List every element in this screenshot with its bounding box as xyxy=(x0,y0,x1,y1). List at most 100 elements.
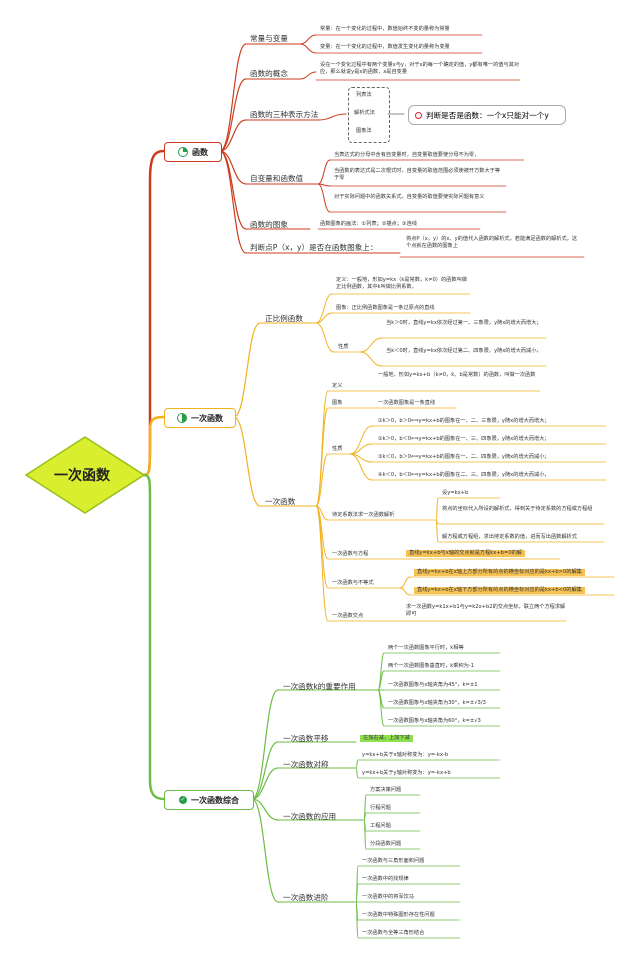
connector-line xyxy=(317,159,331,185)
connector-line xyxy=(251,798,279,903)
connector-line xyxy=(251,767,279,800)
leaf-budengshi-1: 直线y=kx+b在x轴上方部分所有的点的横坐标对应的是kx+b>0的解集 xyxy=(414,569,585,576)
leaf-zbl-xingzhi-1: 当k＞0时，直线y=kx依次经过第一、三象限，y随x的增大而增大； xyxy=(386,320,542,326)
leaf-xingzhi-1: ①k＞0，b＞0⟺y=kx+b的图象在一、二、三象限，y随x的增大而增大； xyxy=(378,418,550,424)
connector-line xyxy=(315,322,335,353)
node-changliang[interactable]: 常量与变量 xyxy=(250,34,288,43)
leaf-zhongyao-1: 两个一次函数图象平行时，k相等 xyxy=(388,645,464,651)
half-circle-icon xyxy=(177,413,187,423)
leaf-daiding-1: 设y=kx+b xyxy=(442,490,469,496)
connector-line xyxy=(251,741,279,800)
node-duicheng[interactable]: 一次函数对称 xyxy=(283,760,329,769)
node-daiding[interactable]: 待定系数法求一次函数解析 xyxy=(332,512,395,518)
leaf-daiding-3: 解方程或方程组，求出待定系数的值，进而写出函数解析式 xyxy=(442,534,577,540)
leaf-jinjie-5: 一次函数与全等三角形结合 xyxy=(362,930,425,936)
node-jiaodian[interactable]: 一次函数交点 xyxy=(332,613,364,619)
leaf-biaoshi-3: 图象法 xyxy=(356,128,372,134)
connector-line xyxy=(435,519,439,543)
connector-line xyxy=(377,670,385,691)
node-fangcheng[interactable]: 一次函数与方程 xyxy=(332,551,369,557)
leaf-panduan: 将点P（x，y）的x、y的值代入函数的解析式，若能满足函数的解析式，这个点就在函… xyxy=(406,236,578,249)
branch-hanshu[interactable]: 函数 xyxy=(164,142,222,162)
connector-line xyxy=(299,43,317,54)
leaf-changliang-2: 变量：在一个变化的过程中，数值发生变化的量称为变量 xyxy=(320,44,450,50)
connector-line xyxy=(251,689,279,800)
node-zhengbili[interactable]: 正比例函数 xyxy=(265,314,303,323)
leaf-biaoshi-1: 列表法 xyxy=(356,92,372,98)
leaf-zibianliang-2: 当函数的表达式是二次根式时，自变量的取值范围必须使被开方数大于等于零 xyxy=(334,168,501,181)
node-tuxiang-yc[interactable]: 图象 xyxy=(332,400,343,406)
leaf-zibianliang-3: 对于实际问题中的函数关系式，自变量的取值要使实际问题有意义 xyxy=(334,194,485,200)
connector-line xyxy=(219,150,247,254)
node-zibianliang[interactable]: 自变量和函数值 xyxy=(250,174,304,183)
connector-line xyxy=(317,113,347,121)
callout-panduan[interactable]: 判断是否是函数：一个x只能对一个y xyxy=(408,105,566,125)
leaf-jinjie-1: 一次函数与三角形面积问题 xyxy=(362,858,425,864)
connector-line xyxy=(299,71,317,80)
branch-zonghe[interactable]: ✓ 一次函数综合 xyxy=(164,790,254,810)
leaf-yingyong-1: 方案决策问题 xyxy=(370,787,402,793)
leaf-zhongyao-5: 一次函数图象与x轴夹角为60°，k=±√3 xyxy=(388,718,481,724)
node-dingyi[interactable]: 定义 xyxy=(332,383,343,389)
root-label: 一次函数 xyxy=(54,468,110,484)
connector-line xyxy=(355,883,359,903)
connector-line xyxy=(349,425,373,455)
connector-line xyxy=(349,453,373,481)
node-budengshi[interactable]: 一次函数与不等式 xyxy=(332,580,374,586)
node-xingzhi-yc[interactable]: 性质 xyxy=(332,446,343,452)
leaf-changliang-1: 常量：在一个变化的过程中，数值始终不变的量称为常量 xyxy=(320,26,450,32)
connector-line xyxy=(219,119,247,152)
connector-line xyxy=(399,587,411,596)
node-jinjie[interactable]: 一次函数进阶 xyxy=(283,893,329,902)
connector-line xyxy=(355,901,359,939)
leaf-fangcheng: 直线y=kx+b与x轴的交点就是方程kx+b=0的解 xyxy=(406,550,525,557)
leaf-zhongyao-2: 两个一次函数图象垂直时，k乘积为-1 xyxy=(388,663,474,669)
node-zbl-xingzhi[interactable]: 性质 xyxy=(338,344,349,350)
leaf-jiaodian: 求一次函数y=k1x+b1与y=k2x+b2的交点坐标，联立两个方程求解即可 xyxy=(406,604,566,617)
node-biaoshi[interactable]: 函数的三种表示方法 xyxy=(250,110,319,119)
leaf-xingzhi-4: ④k＜0，b＜0⟺y=kx+b的图象在二、三、四象限，y随x的增大而减小， xyxy=(378,472,550,478)
connector-line xyxy=(315,453,329,507)
leaf-duicheng-2: y=kx+b关于y轴对称变为：y=-kx+b xyxy=(362,770,451,776)
node-panduan[interactable]: 判断点P（x，y）是否在函数图象上： xyxy=(250,243,378,252)
leaf-zibianliang-1: 当表达式的分母中含有自变量时，自变量取值要使分母不为零， xyxy=(334,152,480,158)
connector-line xyxy=(219,78,247,152)
node-gainian[interactable]: 函数的概念 xyxy=(250,69,288,78)
leaf-zbl-tuxiang: 图象：正比例函数图象是一条过原点的直线 xyxy=(336,305,435,311)
leaf-dingyi: 一般地，形如y=kx+b（k≠0，k、b是常数）的函数，叫做一次函数 xyxy=(378,372,536,378)
connector-line xyxy=(315,293,333,324)
leaf-zbl-xingzhi-2: 当k＜0时，直线y=kx依次经过第二、四象限，y随x的增大而减小， xyxy=(386,348,542,354)
connector-line xyxy=(355,767,359,779)
root-diamond[interactable] xyxy=(24,436,146,514)
trunk-red xyxy=(142,149,166,477)
node-tuxiang[interactable]: 函数的图象 xyxy=(250,220,288,229)
connector-line xyxy=(315,312,333,324)
leaf-yingyong-3: 工程问题 xyxy=(370,823,391,829)
node-pingyi[interactable]: 一次函数平移 xyxy=(283,734,329,743)
leaf-budengshi-2: 直线y=kx+b在x轴下方部分所有的点的横坐标对应的是kx+b<0的解集 xyxy=(414,587,585,594)
connector-line xyxy=(317,183,331,213)
leaf-tuxiang-yc: 一次函数图象是一条直线 xyxy=(378,400,436,406)
leaf-yingyong-2: 行程问题 xyxy=(370,805,391,811)
connector-line xyxy=(233,416,261,507)
callout-panduan-text: 判断是否是函数：一个x只能对一个y xyxy=(426,110,549,120)
leaf-tuxiang: 函数图象的画法：①列表；②描点；③连线 xyxy=(320,221,417,227)
branch-yici[interactable]: 一次函数 xyxy=(164,408,236,428)
leaf-gainian: 设在一个变化过程中有两个变量x与y，对于x的每一个确定的值，y都有唯一的值与其对… xyxy=(320,62,520,75)
node-zhongyao[interactable]: 一次函数k的重要作用 xyxy=(283,682,356,691)
connector-line xyxy=(219,43,247,152)
connector-line xyxy=(315,505,329,622)
connector-line xyxy=(315,407,329,507)
connector-line xyxy=(233,322,261,418)
leaf-biaoshi-2: 解析式法 xyxy=(354,110,375,116)
node-yingyong[interactable]: 一次函数的应用 xyxy=(283,812,337,821)
connector-line xyxy=(299,34,317,45)
node-yicihanshu[interactable]: 一次函数 xyxy=(265,497,296,506)
leaf-zbl-dingyi: 定义：一般地，形如y=kx（k是常数，k≠0）的函数叫做正比例函数，其中k叫做比… xyxy=(336,277,467,290)
connector-line xyxy=(355,759,359,769)
leaf-xingzhi-2: ②k＞0，b＜0⟺y=kx+b的图象在一、三、四象限，y随x的增大而增大； xyxy=(378,436,550,442)
connector-line xyxy=(363,819,367,850)
connector-line xyxy=(399,576,411,589)
connector-line xyxy=(359,337,383,353)
